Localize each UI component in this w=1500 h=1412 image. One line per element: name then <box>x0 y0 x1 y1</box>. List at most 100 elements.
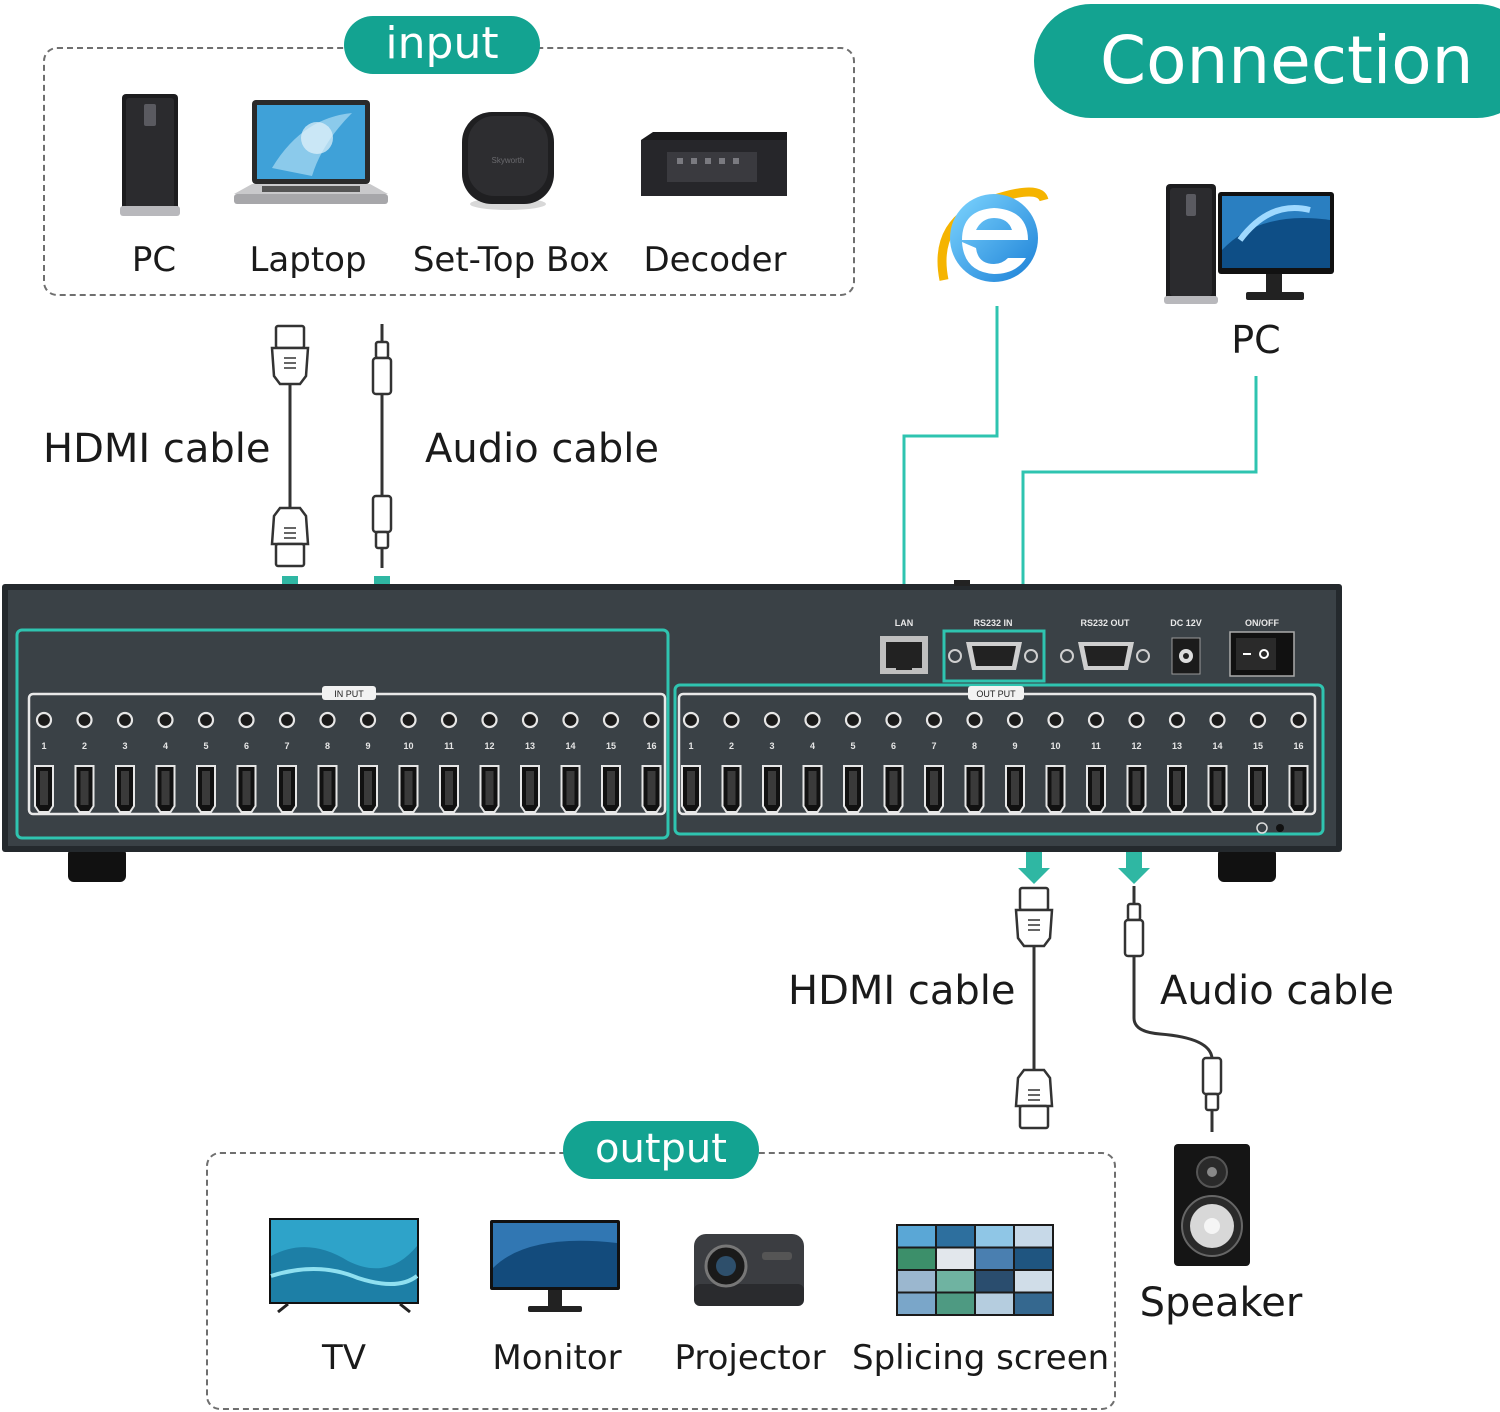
input-hdmi-port-inner-7 <box>283 771 291 805</box>
output-hdmi-cable-icon <box>1014 886 1054 1130</box>
output-cables <box>1014 852 1223 1132</box>
output-audio-jack-3 <box>763 711 781 729</box>
input-audio-jack-1 <box>35 711 53 729</box>
output-audio-jack-10 <box>1047 711 1064 729</box>
output-hdmi-port-inner-9 <box>1011 771 1019 805</box>
power-switch-icon <box>1229 631 1295 677</box>
input-port-number-1: 1 <box>41 741 46 751</box>
output-audio-jack-12 <box>1128 711 1145 729</box>
output-hdmi-port-inner-8 <box>970 771 979 805</box>
control-pc-label: PC <box>1231 318 1281 362</box>
video-wall-tile <box>937 1226 974 1247</box>
video-wall-tile <box>1015 1271 1052 1292</box>
dc-port-label: DC 12V <box>1170 618 1202 628</box>
output-hdmi-port-inner-6 <box>889 771 898 805</box>
rs232-out-port-icon <box>1060 642 1150 670</box>
rs232-in-port-label: RS232 IN <box>973 618 1012 628</box>
input-port-number-7: 7 <box>284 741 289 751</box>
input-audio-cable-label: Audio cable <box>425 426 660 472</box>
input-audio-jack-14 <box>562 711 579 729</box>
output-port-number-8: 8 <box>972 741 977 751</box>
video-wall-tile <box>898 1293 935 1314</box>
input-device-label-pc: PC <box>131 240 177 280</box>
video-wall-tile <box>976 1271 1013 1292</box>
video-wall-tile <box>976 1293 1013 1314</box>
input-audio-jack-9 <box>359 711 377 729</box>
output-hdmi-port-inner-13 <box>1173 771 1181 805</box>
output-device-label-splicing-screen: Splicing screen <box>852 1338 1110 1378</box>
video-wall-tile <box>898 1271 935 1292</box>
input-port-number-14: 14 <box>565 741 575 751</box>
input-port-number-6: 6 <box>244 741 249 751</box>
output-device-label-monitor: Monitor <box>492 1338 622 1378</box>
video-wall-tile <box>937 1271 974 1292</box>
input-hdmi-port-inner-15 <box>607 771 615 805</box>
video-wall-icon <box>896 1224 1054 1316</box>
tower-pc-icon <box>120 94 180 216</box>
output-hdmi-port-inner-1 <box>687 771 695 805</box>
input-audio-jack-12 <box>481 711 498 729</box>
output-group-label: output <box>563 1121 759 1179</box>
output-hdmi-port-inner-16 <box>1294 771 1303 805</box>
input-port-number-9: 9 <box>365 741 370 751</box>
input-hdmi-port-inner-11 <box>445 771 453 805</box>
tv-icon <box>269 1218 419 1314</box>
matrix-switch-rear-panel: IN PUT OUT PUT LAN RS232 IN RS232 OUT DC… <box>2 580 1342 882</box>
input-hdmi-port-inner-9 <box>364 771 372 805</box>
output-hdmi-port-inner-4 <box>808 771 817 805</box>
output-port-number-16: 16 <box>1293 741 1303 751</box>
set-top-box-brand: Skyworth <box>492 156 525 165</box>
input-audio-jack-7 <box>278 711 296 729</box>
input-device-label-set-top-box: Set-Top Box <box>412 240 610 280</box>
power-switch-label: ON/OFF <box>1245 618 1279 628</box>
input-hdmi-port-inner-5 <box>202 771 210 805</box>
video-wall-tile <box>898 1226 935 1247</box>
output-audio-cable-icon <box>1123 886 1223 1132</box>
control-pc-icon <box>1164 184 1334 304</box>
output-port-number-1: 1 <box>688 741 693 751</box>
input-port-number-5: 5 <box>203 741 208 751</box>
output-port-number-9: 9 <box>1012 741 1017 751</box>
input-hdmi-port-inner-13 <box>526 771 534 805</box>
input-device-label-laptop: Laptop <box>249 240 367 280</box>
output-port-number-4: 4 <box>810 741 815 751</box>
output-port-number-7: 7 <box>931 741 936 751</box>
lan-port-icon <box>880 636 928 674</box>
output-port-number-2: 2 <box>729 741 734 751</box>
input-hdmi-port-inner-6 <box>242 771 251 805</box>
output-audio-jack-15 <box>1249 711 1267 729</box>
rs232-out-port-label: RS232 OUT <box>1080 618 1130 628</box>
speaker-icon <box>1174 1144 1250 1266</box>
output-audio-jack-16 <box>1290 711 1307 729</box>
input-port-number-2: 2 <box>82 741 87 751</box>
video-wall-tile <box>937 1293 974 1314</box>
video-wall-tile <box>1015 1226 1052 1247</box>
output-port-number-12: 12 <box>1131 741 1141 751</box>
input-hdmi-port-inner-12 <box>485 771 494 805</box>
input-audio-jack-13 <box>521 711 539 729</box>
output-port-number-15: 15 <box>1253 741 1263 751</box>
output-port-number-3: 3 <box>769 741 774 751</box>
output-port-number-6: 6 <box>891 741 896 751</box>
video-wall-tile <box>1015 1293 1052 1314</box>
output-hdmi-cable-label: HDMI cable <box>788 968 1016 1014</box>
input-device-label-decoder: Decoder <box>643 240 787 280</box>
input-audio-jack-6 <box>238 711 255 729</box>
output-port-number-5: 5 <box>850 741 855 751</box>
output-port-number-11: 11 <box>1091 741 1101 751</box>
speaker-label: Speaker <box>1139 1280 1303 1326</box>
output-audio-jack-4 <box>804 711 821 729</box>
output-audio-jack-8 <box>966 711 983 729</box>
input-port-number-3: 3 <box>122 741 127 751</box>
input-hdmi-port-inner-8 <box>323 771 332 805</box>
output-audio-jack-14 <box>1209 711 1226 729</box>
input-hdmi-port-inner-4 <box>161 771 170 805</box>
audio-cable-icon <box>371 324 393 568</box>
input-audio-jack-2 <box>76 711 93 729</box>
hdmi-cable-icon <box>270 324 310 568</box>
monitor-icon <box>490 1220 620 1312</box>
output-hdmi-port-inner-12 <box>1132 771 1141 805</box>
input-port-number-11: 11 <box>444 741 454 751</box>
input-audio-jack-10 <box>400 711 417 729</box>
input-audio-jack-8 <box>319 711 336 729</box>
